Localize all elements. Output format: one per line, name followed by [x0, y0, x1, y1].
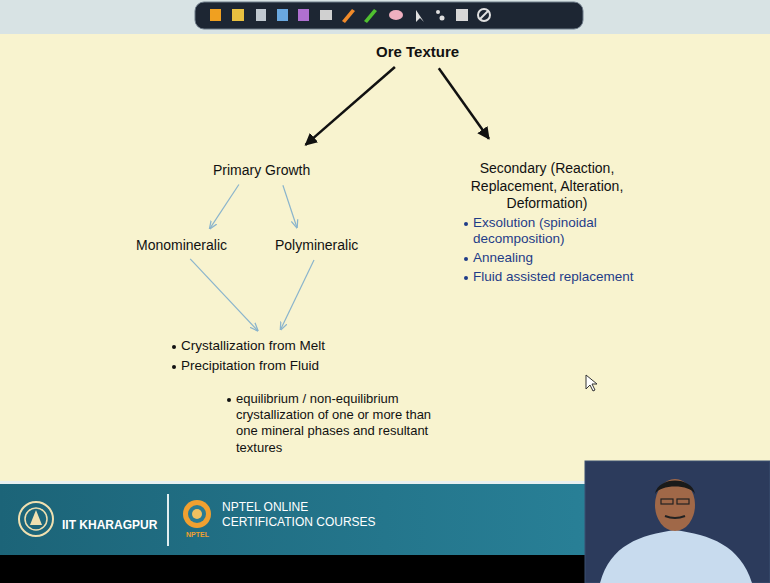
bullet-block: Crystallization from MeltPrecipitation f… [170, 335, 440, 456]
footer-divider [167, 494, 169, 546]
node-text: Monomineralic [136, 237, 227, 255]
block-heading: Secondary (Reaction, Replacement, Altera… [462, 160, 632, 213]
bullet-text: Fluid assisted replacement [473, 269, 634, 284]
connector-arrow [281, 260, 314, 330]
connector-arrow [190, 259, 258, 331]
branch-block: Secondary (Reaction, Replacement, Altera… [462, 160, 672, 286]
node-text: Primary Growth [213, 162, 310, 180]
connector-arrow [439, 68, 489, 139]
connector-arrow [283, 185, 297, 227]
bullet-text: Annealing [473, 250, 533, 265]
bullet-item: equilibrium / non-equilibrium crystalliz… [225, 391, 436, 456]
bullet-dot [172, 345, 176, 349]
bullet-dot [464, 276, 468, 280]
nptel-logo [183, 500, 211, 528]
slide-ground [0, 34, 770, 482]
node-text: Polymineralic [275, 237, 358, 255]
toolbar-icons [210, 9, 490, 23]
node-text: Ore Texture [376, 43, 459, 62]
top-band [0, 0, 770, 34]
course-banner: NPTEL ONLINE CERTIFICATION COURSES [222, 500, 382, 530]
bullet-text: Precipitation from Fluid [181, 358, 319, 373]
connector-arrow [210, 185, 239, 229]
bullet-dot [172, 365, 176, 369]
bullet-text: equilibrium / non-equilibrium crystalliz… [236, 391, 431, 455]
category-label: Monomineralic [136, 237, 227, 255]
bullet-dot [464, 257, 468, 261]
connector-arrow [306, 67, 395, 145]
bullet-dot [227, 398, 231, 402]
bullet-item: Fluid assisted replacement [462, 269, 672, 286]
iit-logo [19, 502, 53, 536]
toolbar [195, 2, 583, 29]
bullet-text: Crystallization from Melt [181, 338, 325, 353]
presenter-video [585, 461, 770, 583]
mouse-cursor [586, 375, 597, 391]
bullet-dot [464, 222, 468, 226]
bullet-item: Crystallization from Melt [170, 338, 440, 355]
institute-name: IIT KHARAGPUR [62, 518, 157, 532]
branch-heading: Primary Growth [213, 162, 310, 180]
bullet-item: Exsolution (spinoidal decomposition) [462, 215, 672, 249]
bullet-text: Exsolution (spinoidal decomposition) [473, 215, 597, 247]
root-heading: Ore Texture [376, 43, 459, 62]
category-label: Polymineralic [275, 237, 358, 255]
bullet-item: Precipitation from Fluid [170, 358, 440, 375]
bullet-item: Annealing [462, 250, 672, 267]
logo-caption: NPTEL [186, 531, 209, 538]
